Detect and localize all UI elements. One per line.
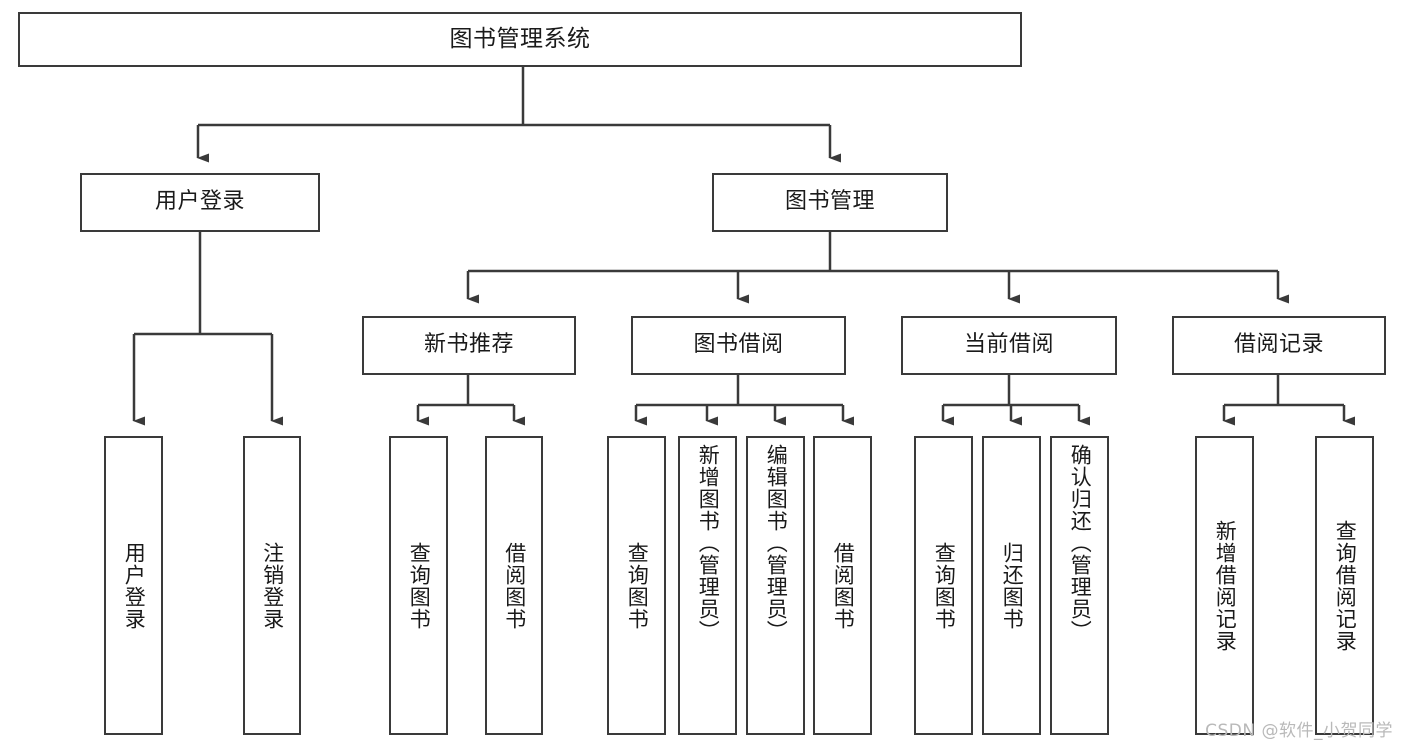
- node-book-borrow[interactable]: 图书借阅: [631, 316, 846, 375]
- node-leaf-query-book-3[interactable]: 查询图书: [914, 436, 973, 735]
- node-leaf-query-book-3-label: 查询图书: [932, 541, 957, 630]
- node-leaf-borrow-book-1-label: 借阅图书: [502, 541, 527, 630]
- node-new-book-recommend-label: 新书推荐: [423, 332, 514, 358]
- node-book-manage-label: 图书管理: [784, 189, 875, 215]
- node-user-login[interactable]: 用户登录: [80, 173, 320, 232]
- node-leaf-add-record-label: 新增借阅记录: [1213, 519, 1238, 652]
- node-leaf-query-record[interactable]: 查询借阅记录: [1315, 436, 1374, 735]
- node-leaf-user-login[interactable]: 用户登录: [104, 436, 163, 735]
- node-leaf-return-book-label: 归还图书: [1000, 541, 1025, 630]
- node-current-borrow-label: 当前借阅: [963, 332, 1054, 358]
- watermark-text: CSDN @软件_小贺同学: [1205, 721, 1393, 741]
- node-leaf-user-login-label: 用户登录: [122, 541, 147, 630]
- node-root[interactable]: 图书管理系统: [18, 12, 1022, 67]
- node-leaf-user-logout-label: 注销登录: [260, 541, 285, 630]
- node-leaf-query-record-label: 查询借阅记录: [1333, 519, 1358, 652]
- node-leaf-confirm-return-label: 确认归还（管理员）: [1068, 444, 1093, 642]
- node-leaf-user-logout[interactable]: 注销登录: [243, 436, 301, 735]
- node-leaf-edit-book-label: 编辑图书（管理员）: [764, 444, 789, 642]
- node-leaf-edit-book[interactable]: 编辑图书（管理员）: [746, 436, 805, 735]
- node-leaf-return-book[interactable]: 归还图书: [982, 436, 1041, 735]
- node-current-borrow[interactable]: 当前借阅: [901, 316, 1117, 375]
- node-leaf-query-book-2-label: 查询图书: [625, 541, 650, 630]
- node-leaf-add-book-label: 新增图书（管理员）: [696, 444, 721, 642]
- node-user-login-label: 用户登录: [154, 189, 245, 215]
- node-book-manage[interactable]: 图书管理: [712, 173, 948, 232]
- node-root-label: 图书管理系统: [449, 25, 591, 52]
- node-borrow-record[interactable]: 借阅记录: [1172, 316, 1386, 375]
- node-leaf-borrow-book-2-label: 借阅图书: [831, 541, 856, 630]
- node-borrow-record-label: 借阅记录: [1233, 332, 1324, 358]
- node-leaf-query-book-1[interactable]: 查询图书: [389, 436, 448, 735]
- node-leaf-query-book-1-label: 查询图书: [407, 541, 432, 630]
- node-leaf-borrow-book-1[interactable]: 借阅图书: [485, 436, 543, 735]
- node-book-borrow-label: 图书借阅: [693, 332, 784, 358]
- node-leaf-query-book-2[interactable]: 查询图书: [607, 436, 666, 735]
- node-new-book-recommend[interactable]: 新书推荐: [362, 316, 576, 375]
- node-leaf-confirm-return[interactable]: 确认归还（管理员）: [1050, 436, 1109, 735]
- node-leaf-borrow-book-2[interactable]: 借阅图书: [813, 436, 872, 735]
- node-leaf-add-record[interactable]: 新增借阅记录: [1195, 436, 1254, 735]
- node-leaf-add-book[interactable]: 新增图书（管理员）: [678, 436, 737, 735]
